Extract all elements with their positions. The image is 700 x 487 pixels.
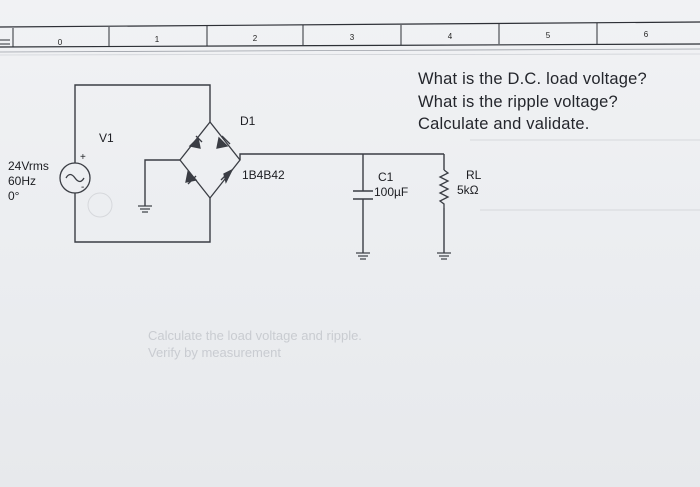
source-voltage-label: 24Vrms (8, 159, 49, 173)
ruler-number: 4 (447, 32, 453, 41)
border-bottom-line (0, 43, 700, 48)
wire-source-top (74, 84, 211, 163)
wire-output (239, 153, 444, 160)
load-value-label: 5kΩ (457, 183, 479, 197)
faded-instruction-line2: Verify by measurement (148, 345, 281, 360)
resistor-symbol (438, 169, 450, 208)
border-inner-line (0, 48, 700, 53)
wire-source-bottom (74, 193, 211, 243)
ruler-number: 3 (349, 33, 355, 42)
load-name-label: RL (466, 168, 482, 182)
ghost-marks (87, 139, 700, 218)
question-load-voltage: What is the D.C. load voltage? (418, 70, 647, 88)
source-name-label: V1 (99, 131, 114, 145)
ruler-number: 6 (643, 30, 649, 39)
capacitor-symbol (353, 190, 373, 200)
source-phase-label: 0° (8, 189, 20, 203)
ground-symbol (356, 252, 370, 260)
border-top-line (0, 21, 700, 28)
ruler-number: 0 (57, 38, 63, 47)
ruler-number: 5 (545, 31, 551, 40)
source-frequency-label: 60Hz (8, 174, 37, 188)
question-calculate: Calculate and validate. (418, 115, 590, 133)
circuit-wires (74, 84, 445, 253)
bridge-part-label: 1B4B42 (242, 168, 285, 182)
question-ripple-voltage: What is the ripple voltage? (418, 93, 618, 111)
capacitor-value-label: 100µF (374, 185, 409, 199)
faded-instruction-line1: Calculate the load voltage and ripple. (148, 328, 362, 343)
ruler-number: 1 (154, 35, 160, 44)
wire-bridge-ground (144, 159, 180, 206)
border-faint-line (0, 53, 700, 56)
capacitor-name-label: C1 (378, 170, 394, 184)
ac-source-symbol (59, 162, 91, 194)
bridge-name-label: D1 (240, 114, 256, 128)
source-plus-sign: + (80, 152, 86, 163)
ground-symbol (437, 252, 451, 260)
ruler-number: 2 (252, 34, 258, 43)
bridge-rectifier-symbol (179, 120, 241, 200)
ground-symbol (138, 205, 152, 213)
source-minus-sign: - (81, 182, 85, 193)
